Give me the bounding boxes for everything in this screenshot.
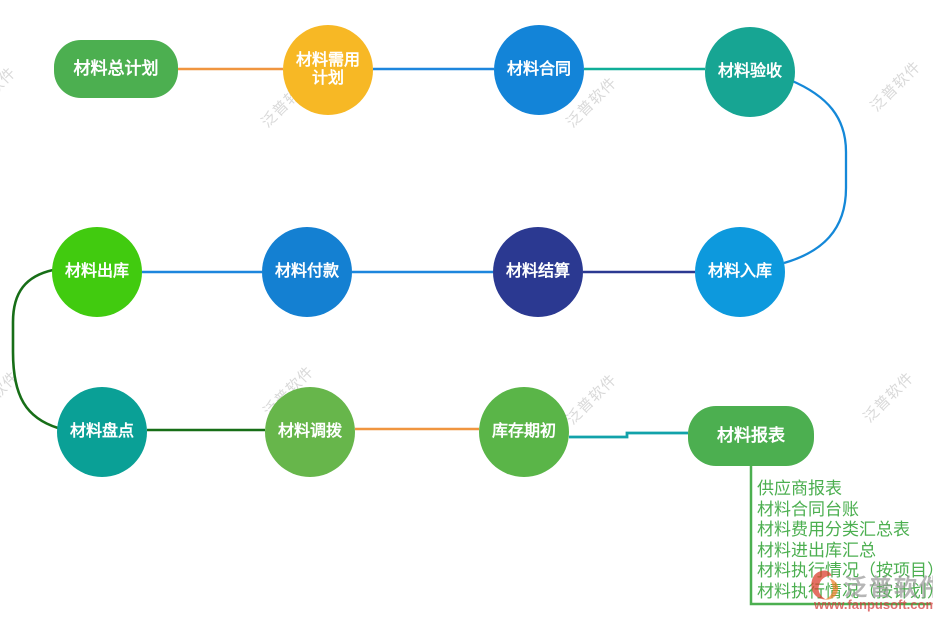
report-list-item: 材料执行情况（按项目）: [757, 561, 933, 580]
connector-outbound-to-stocktaking: [11, 268, 59, 430]
report-list: 供应商报表 材料合同台账 材料费用分类汇总表 材料进出库汇总 材料执行情况（按项…: [757, 479, 933, 602]
node-material-inbound: 材料入库: [695, 227, 785, 317]
brand-name: 泛普软件: [844, 574, 933, 600]
node-material-outbound: 材料出库: [52, 227, 142, 317]
connector-reports-to-list: [749, 466, 931, 606]
node-material-settlement: 材料结算: [493, 227, 583, 317]
brand-url: www.fanpusoft.com: [814, 597, 933, 612]
node-material-payment: 材料付款: [262, 227, 352, 317]
node-inventory-opening: 库存期初: [479, 387, 569, 477]
connector-acceptance-to-inbound: [783, 78, 848, 265]
node-material-master-plan: 材料总计划: [54, 40, 178, 98]
node-material-stocktaking: 材料盘点: [57, 387, 147, 477]
report-list-item: 材料费用分类汇总表: [757, 520, 910, 539]
report-list-item: 材料进出库汇总: [757, 540, 876, 560]
report-list-item: 材料合同台账: [757, 499, 859, 519]
report-list-item: 材料执行情况（按计划）: [757, 581, 933, 601]
report-list-item: 供应商报表: [757, 479, 842, 498]
node-material-contract: 材料合同: [494, 25, 584, 115]
brand-watermark: 泛普软件 www.fanpusoft.com: [800, 566, 933, 616]
node-material-acceptance: 材料验收: [705, 27, 795, 117]
node-material-reports: 材料报表: [688, 406, 814, 466]
node-material-transfer: 材料调拨: [265, 387, 355, 477]
connector-opening-to-reports: [569, 431, 688, 439]
fanpu-logo-icon: [811, 570, 839, 600]
node-material-requirement-plan: 材料需用 计划: [283, 25, 373, 115]
